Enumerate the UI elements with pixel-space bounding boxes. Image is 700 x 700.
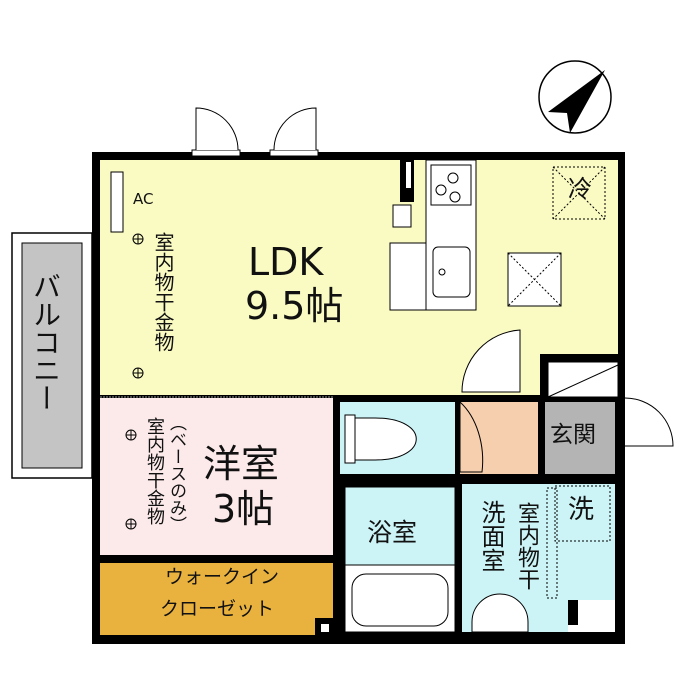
- western-room: [100, 398, 333, 555]
- ac-label: AC: [133, 190, 154, 208]
- washer-space: [554, 485, 611, 542]
- fridge-label: 冷: [568, 175, 592, 203]
- ldk-size: 9.5帖: [245, 284, 344, 328]
- western-note: （ベースのみ）: [166, 414, 186, 533]
- balcony-label: バルコニー: [29, 272, 62, 412]
- ldk-drying-label: 室内物干金物: [151, 232, 175, 352]
- north-arrow-icon: [538, 60, 612, 134]
- sink-icon: [432, 246, 471, 298]
- washer-label: 洗: [568, 495, 595, 525]
- western-name: 洋室: [203, 442, 280, 486]
- entrance-label: 玄関: [550, 422, 596, 448]
- ac-unit: [110, 171, 124, 233]
- washbasin-icon: [471, 593, 529, 633]
- ldk-room: [100, 160, 618, 395]
- walk-in-closet: [100, 563, 333, 635]
- bath-label: 浴室: [367, 518, 418, 547]
- hallway: [460, 402, 538, 474]
- balcony: [11, 232, 93, 479]
- entrance-area: [545, 402, 615, 474]
- western-drying-label: 室内物干金物: [144, 417, 165, 525]
- washroom-drying-label: 室内物干: [514, 502, 539, 590]
- western-size: 3帖: [212, 487, 275, 531]
- closet-label-2: クローゼット: [160, 598, 275, 620]
- closet-label-1: ウォークイン: [165, 566, 280, 588]
- stove-icon: [430, 164, 472, 206]
- ldk-name: LDK: [248, 240, 324, 284]
- drying-hook-icons: [125, 233, 144, 530]
- washroom-label: 洗面室: [477, 500, 505, 572]
- fridge-space: [552, 166, 606, 220]
- bathtub-icon: [351, 573, 449, 627]
- toilet-icon: [352, 417, 417, 461]
